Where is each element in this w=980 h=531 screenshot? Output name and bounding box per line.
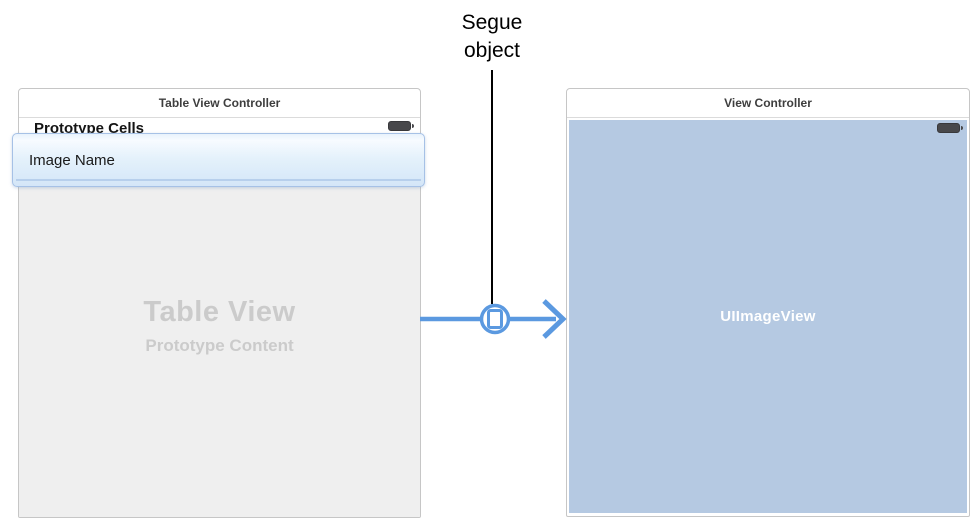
segue-annotation-label: Segue object <box>422 9 562 65</box>
segue-annotation-line2: object <box>463 39 521 62</box>
table-view-cell[interactable]: Image Name <box>12 133 425 187</box>
annotation-pointer-line <box>491 70 493 304</box>
battery-icon <box>388 121 414 131</box>
segue-arrow[interactable] <box>418 288 568 350</box>
table-view-controller-title: Table View Controller <box>158 96 281 110</box>
view-controller-scene: View Controller UIImageView <box>566 88 970 517</box>
arrowhead-icon <box>542 299 567 339</box>
table-view-placeholder-subtitle: Prototype Content <box>145 336 294 355</box>
prototype-cells-label: Prototype Cells <box>34 120 145 137</box>
battery-icon <box>937 123 963 133</box>
table-view-cell-label: Image Name <box>29 151 115 169</box>
table-view-controller-title-bar[interactable]: Table View Controller <box>19 89 420 118</box>
segue-annotation-line1: Segue <box>461 11 523 34</box>
table-view-body[interactable]: Table View Prototype Content <box>19 135 420 517</box>
image-view[interactable]: UIImageView <box>569 120 967 513</box>
table-view-placeholder-title: Table View <box>143 296 296 328</box>
view-controller-title-bar[interactable]: View Controller <box>567 89 969 118</box>
view-controller-title: View Controller <box>724 96 812 110</box>
image-view-label: UIImageView <box>720 308 816 325</box>
segue-object-icon[interactable] <box>479 303 511 335</box>
